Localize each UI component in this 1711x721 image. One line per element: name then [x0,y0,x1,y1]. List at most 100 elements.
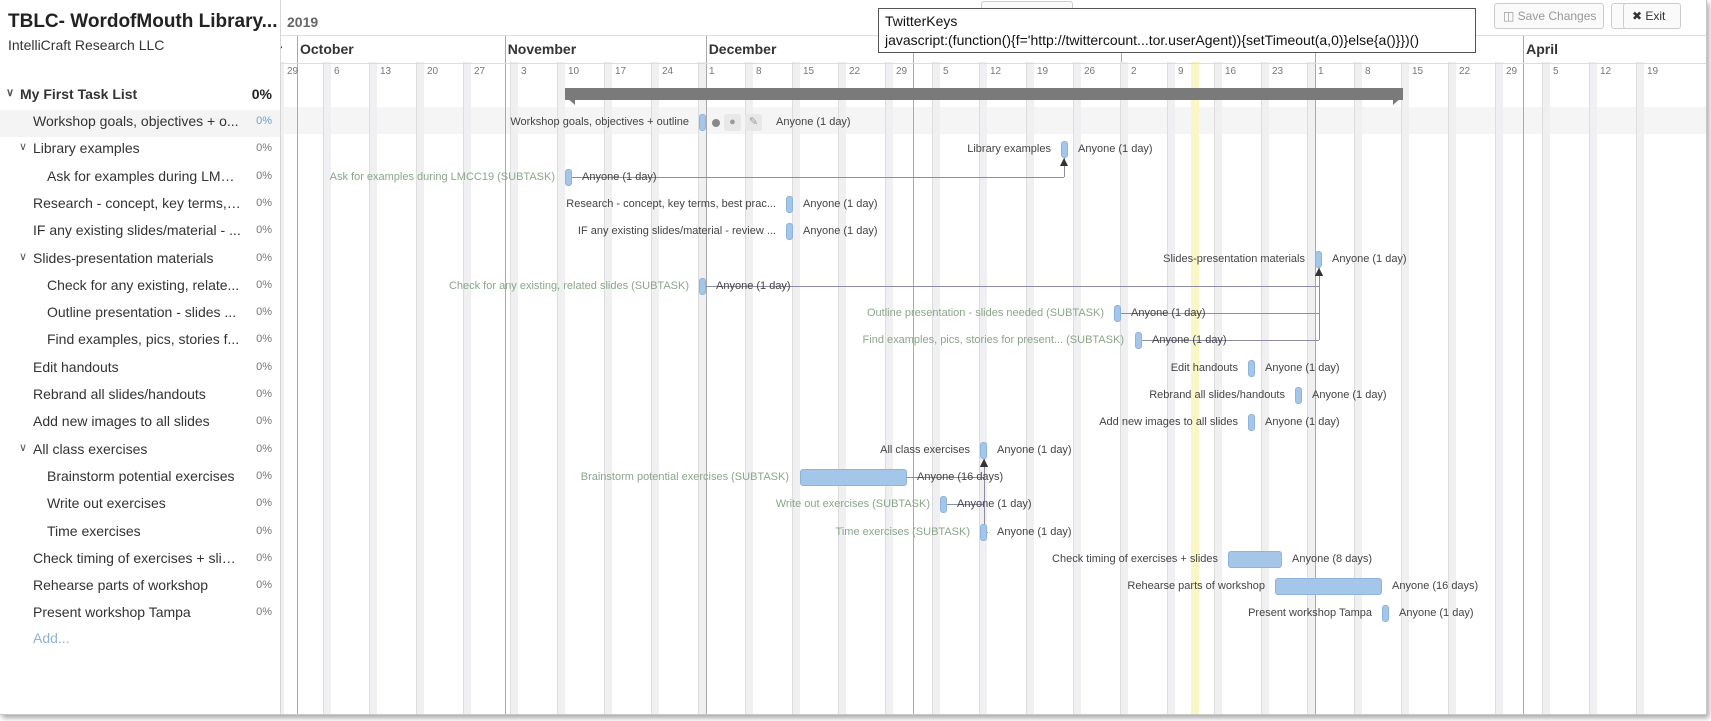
weekend-column [1401,62,1409,714]
gantt-bar[interactable] [1275,578,1382,595]
gantt-bar[interactable] [699,278,706,295]
gantt-bar[interactable] [565,169,572,186]
day-tick-label: 6 [334,66,340,77]
gantt-bar[interactable] [786,223,793,240]
gantt-bar-label: Find examples, pics, stories for present… [862,334,1124,346]
gantt-bar[interactable] [940,496,947,513]
assign-user-icon[interactable]: ● [724,114,741,131]
gantt-assignee: Anyone (8 days) [1292,553,1373,565]
day-tick-label: 26 [1084,66,1096,77]
bookmark-tooltip: TwitterKeys javascript:(function(){f='ht… [878,8,1476,53]
gantt-bar-label: Check timing of exercises + slides [1052,553,1218,565]
task-row[interactable]: Research - concept, key terms, ...0% [0,192,280,219]
dependency-line [984,459,985,532]
task-percent: 0% [256,443,272,455]
day-tick-label: 12 [1600,66,1612,77]
weekend-column [323,62,331,714]
weekend-column [557,62,565,714]
task-row[interactable]: IF any existing slides/material - ...0% [0,219,280,246]
gantt-bar[interactable] [980,442,987,459]
task-list-percent: 0% [251,86,272,102]
gantt-bar[interactable] [800,469,907,486]
task-percent: 0% [256,170,272,182]
project-title[interactable]: TBLC- WordofMouth Library... [8,11,278,32]
gantt-bar[interactable] [1248,360,1255,377]
gantt-bar[interactable] [1295,387,1302,404]
dependency-line [1121,313,1319,314]
status-dot-icon[interactable] [712,119,720,127]
day-tick-label: 22 [849,66,861,77]
task-label: Check timing of exercises + slides [33,550,242,566]
gantt-bar[interactable] [1248,414,1255,431]
gantt-assignee: Anyone (1 day) [957,498,1032,510]
chevron-down-icon[interactable]: ∨ [19,442,28,454]
day-tick-label: 19 [1647,66,1659,77]
gantt-bar[interactable] [1061,141,1068,158]
task-percent: 0% [256,142,272,154]
day-tick-label: 5 [943,66,949,77]
dependency-line [1142,340,1319,341]
edit-pencil-icon[interactable]: ✎ [745,114,762,131]
day-tick-label: 29 [1506,66,1518,77]
summary-bar-right-cap [1393,96,1403,105]
task-row[interactable]: Find examples, pics, stories f...0% [0,328,280,355]
save-changes-button[interactable]: ◫ Save Changes [1494,3,1604,29]
add-task-link[interactable]: Add... [33,630,70,646]
gantt-bar[interactable] [1114,305,1121,322]
day-tick-label: 1 [709,66,715,77]
selected-row-highlight [281,107,1706,134]
task-label: Write out exercises [47,495,166,511]
task-percent: 0% [256,279,272,291]
day-tick-label: 10 [568,66,580,77]
dependency-line [907,477,984,478]
task-list-header[interactable]: ∨ My First Task List 0% [0,83,280,110]
chevron-down-icon[interactable]: ∨ [6,87,15,99]
summary-bar-left-cap [565,96,575,105]
chevron-down-icon[interactable]: ∨ [19,251,28,263]
task-percent: 0% [256,470,272,482]
day-tick-label: 24 [662,66,674,77]
chevron-down-icon[interactable]: ∨ [19,141,28,153]
gantt-bar[interactable] [980,524,987,541]
dependency-arrow-icon [1060,158,1068,166]
task-row[interactable]: Ask for examples during LMC...0% [0,165,280,192]
dependency-line [572,177,1064,178]
gantt-bar[interactable] [1315,251,1322,268]
task-row[interactable]: Workshop goals, objectives + o...0% [0,110,280,137]
task-row[interactable]: Check for any existing, relate...0% [0,274,280,301]
weekend-column [1214,62,1222,714]
save-button-label: Save Changes [1517,9,1597,23]
task-list-name: My First Task List [20,86,138,102]
day-tick-label: 13 [380,66,392,77]
month-label: October [300,41,354,57]
dependency-arrow-icon [980,459,988,467]
today-marker [1191,62,1199,714]
gantt-bar[interactable] [1228,551,1282,568]
task-percent: 0% [256,252,272,264]
gantt-bar[interactable] [786,196,793,213]
gantt-bar[interactable] [1382,605,1389,622]
exit-button[interactable]: ✖ Exit [1623,3,1681,29]
gantt-bar[interactable] [1135,332,1142,349]
month-divider [706,35,707,714]
task-list-summary-bar [565,88,1403,100]
weekend-column [1448,62,1456,714]
weekend-column [838,62,846,714]
weekend-column [792,62,800,714]
gantt-bar[interactable] [699,114,706,131]
task-row[interactable]: Outline presentation - slides ...0% [0,301,280,328]
weekend-column [1167,62,1175,714]
